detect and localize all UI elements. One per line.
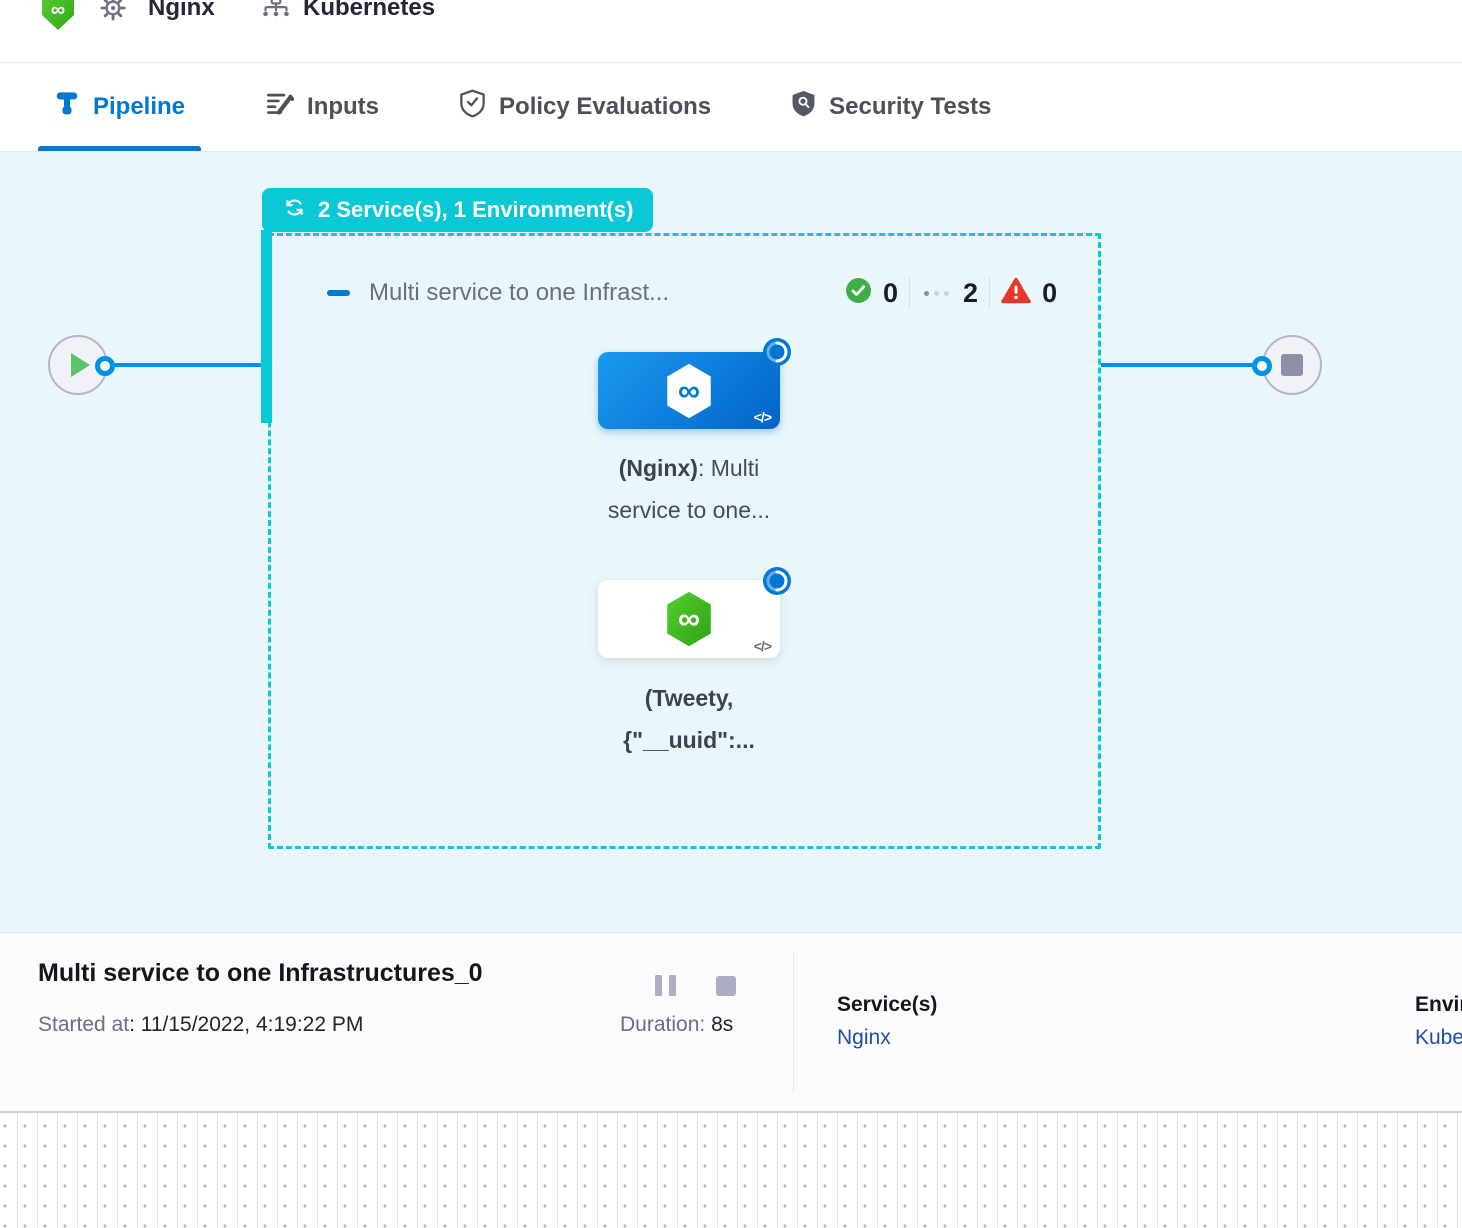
tab-bar: Pipeline Inputs Policy Evaluations <box>0 63 1462 152</box>
abort-button[interactable] <box>716 976 736 996</box>
collapse-icon[interactable] <box>327 290 350 296</box>
environments-link[interactable]: Kubernetes <box>1415 1026 1462 1049</box>
edge-line <box>1101 363 1253 367</box>
stage-group-badge[interactable]: 2 Service(s), 1 Environment(s) <box>262 188 654 232</box>
code-icon: </> <box>753 638 772 654</box>
tab-label: Security Tests <box>829 93 992 120</box>
divider <box>909 277 911 309</box>
tab-inputs[interactable]: Inputs <box>249 63 395 151</box>
tweety-node-label: (Tweety, {"__uuid":... <box>623 685 755 753</box>
stage-title: Multi service to one Infrast... <box>369 279 670 306</box>
success-count: 0 <box>883 277 899 308</box>
edge-connector-dot <box>95 356 115 376</box>
tweety-stage-node[interactable]: ∞ </> <box>598 580 780 658</box>
pending-count: 2 <box>963 277 979 308</box>
tab-security-tests[interactable]: Security Tests <box>775 63 1007 151</box>
edge-connector-dot <box>1252 356 1272 376</box>
pause-button[interactable] <box>655 975 676 996</box>
tab-label: Inputs <box>307 93 380 120</box>
running-spinner-icon <box>762 566 792 596</box>
execution-info-bar: Multi service to one Infrastructures_0 S… <box>0 932 1462 1111</box>
active-tab-underline <box>38 146 202 151</box>
pipeline-start-node <box>48 335 108 395</box>
stop-icon <box>1281 354 1303 376</box>
tab-pipeline[interactable]: Pipeline <box>38 63 202 151</box>
stage-group-outline <box>268 233 1101 849</box>
stage-group-badge-label: 2 Service(s), 1 Environment(s) <box>318 197 634 222</box>
duration: Duration: 8s <box>620 1013 733 1037</box>
header-bar: ∞ Nginx Kubernetes <box>0 0 1462 63</box>
stage-header[interactable]: Multi service to one Infrast... <box>327 276 669 310</box>
inputs-edit-icon <box>265 90 295 124</box>
services-link[interactable]: Nginx <box>837 1026 891 1049</box>
pipeline-canvas[interactable]: 2 Service(s), 1 Environment(s) Multi ser… <box>0 152 1462 932</box>
pipeline-end-node <box>1262 335 1322 395</box>
nginx-stage-node[interactable]: ∞ </> <box>598 352 780 429</box>
code-icon: </> <box>753 409 772 425</box>
edge-line <box>110 363 262 367</box>
divider <box>793 951 794 1093</box>
failed-count: 0 <box>1042 277 1058 308</box>
nginx-node-label: (Nginx): Multi service to one... <box>607 455 771 523</box>
loop-icon <box>282 195 307 226</box>
pipeline-icon <box>54 90 80 124</box>
tab-label: Policy Evaluations <box>499 93 712 120</box>
svg-text:∞: ∞ <box>51 0 65 21</box>
pending-ellipsis-icon <box>921 290 952 296</box>
started-at: Started at: 11/15/2022, 4:19:22 PM <box>38 1013 363 1037</box>
tab-policy-evaluations[interactable]: Policy Evaluations <box>443 63 727 151</box>
running-spinner-icon <box>762 337 792 367</box>
services-block: Service(s) Nginx <box>837 993 1057 1050</box>
gear-icon <box>98 0 128 28</box>
started-at-value: : 11/15/2022, 4:19:22 PM <box>129 1013 364 1036</box>
harness-hexagon-icon: ∞ <box>667 363 711 418</box>
header-environment-name[interactable]: Kubernetes <box>303 0 436 21</box>
success-check-icon <box>845 277 872 309</box>
play-icon <box>71 353 90 377</box>
stage-border-accent <box>261 230 272 423</box>
infinity-icon: ∞ <box>678 601 700 636</box>
execution-title: Multi service to one Infrastructures_0 <box>38 959 483 987</box>
divider <box>989 277 991 309</box>
environments-label: Environment(s) <box>1415 993 1462 1016</box>
header-service-name[interactable]: Nginx <box>148 0 215 21</box>
tab-label: Pipeline <box>93 93 186 120</box>
environments-block: Environment(s) Kubernetes <box>1415 993 1462 1050</box>
cluster-icon <box>260 0 292 27</box>
stage-status-counts: 0 2 0 <box>845 276 1057 310</box>
canvas-grid <box>0 1111 1462 1228</box>
warning-triangle-icon <box>1001 277 1031 309</box>
duration-label: Duration: <box>620 1013 706 1036</box>
harness-service-icon: ∞ <box>40 0 76 36</box>
shield-check-icon <box>459 89 486 125</box>
shield-scan-icon <box>791 89 816 125</box>
infinity-icon: ∞ <box>678 372 700 407</box>
services-label: Service(s) <box>837 993 938 1016</box>
started-at-label: Started at <box>38 1013 130 1036</box>
duration-value: 8s <box>711 1013 734 1036</box>
harness-hexagon-icon: ∞ <box>667 591 711 647</box>
